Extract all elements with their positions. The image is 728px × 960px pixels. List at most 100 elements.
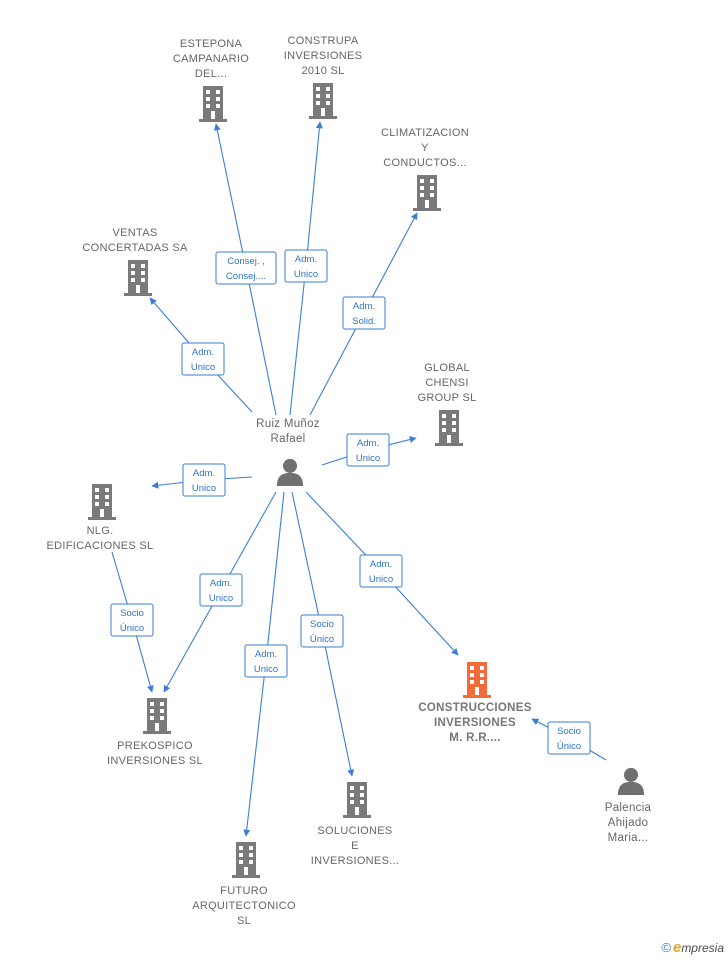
relation-label-box — [199, 573, 243, 607]
building-icon — [309, 83, 337, 119]
person-icon — [617, 767, 645, 795]
building-icon — [343, 782, 371, 818]
node-ventas[interactable]: VENTAS CONCERTADAS SA — [82, 227, 188, 296]
relation-label-text: Adm. — [192, 347, 214, 358]
node-label: INVERSIONES SL — [107, 755, 203, 767]
building-icon — [413, 175, 441, 211]
relation-label[interactable]: Adm.Unico — [284, 249, 328, 283]
relation-label-text: Socio — [557, 726, 581, 737]
relation-label-text: Adm. — [255, 649, 277, 660]
edge-ruiz-to-estepona: Consej. , Consej.... — [213, 123, 277, 416]
node-label: INVERSIONES — [434, 717, 516, 729]
node-global[interactable]: GLOBAL CHENSI GROUP SL — [417, 362, 476, 446]
node-label: ESTEPONA — [180, 38, 243, 50]
relation-label-text: Unico — [209, 593, 233, 604]
node-label: Ahijado — [608, 817, 648, 829]
relation-label-box — [215, 251, 277, 285]
relation-label-box — [300, 614, 344, 648]
relation-label-text: Adm. — [357, 438, 379, 449]
node-palencia[interactable]: PalenciaAhijadoMaria... — [605, 767, 652, 844]
node-label: GLOBAL — [424, 362, 470, 374]
edge-ruiz-to-global: Adm. Unico — [321, 433, 417, 467]
building-icon — [124, 260, 152, 296]
node-label: CONCERTADAS SA — [82, 242, 188, 254]
node-label: FUTURO — [220, 885, 268, 897]
relation-label-text: Socio — [120, 608, 144, 619]
relation-label-text: Consej.... — [226, 271, 266, 282]
building-icon — [232, 842, 260, 878]
empresia-watermark: ©empresia — [661, 939, 724, 956]
relation-label-text: Socio — [310, 619, 334, 630]
node-label: CHENSI — [425, 377, 468, 389]
building-icon — [143, 698, 171, 734]
relation-label-text: Unico — [192, 483, 216, 494]
relation-label-text: Unico — [356, 453, 380, 464]
relation-label[interactable]: Adm.Unico — [199, 573, 243, 607]
relation-label-text: Único — [120, 623, 144, 634]
relation-label-text: Consej. , — [227, 256, 265, 267]
edge-ruiz-to-prekospico: Adm. Unico — [163, 491, 277, 693]
relation-label-box — [110, 603, 154, 637]
edge-ruiz-to-construcciones: Adm.Unico — [305, 491, 459, 656]
edge-ruiz-to-nlg: Adm. Unico — [151, 463, 253, 497]
relation-label[interactable]: Consej. , Consej.... — [215, 251, 277, 285]
building-icon — [199, 86, 227, 122]
node-label: EDIFICACIONES SL — [47, 540, 154, 552]
copyright-icon: © — [661, 940, 671, 955]
node-nlg[interactable]: NLG. EDIFICACIONES SL — [47, 484, 154, 552]
brand-name: mpresia — [681, 941, 724, 955]
node-prekospico[interactable]: PREKOSPICO INVERSIONES SL — [107, 698, 203, 767]
node-label: CLIMATIZACION — [381, 127, 469, 139]
building-icon — [435, 410, 463, 446]
relation-label[interactable]: Adm.Unico — [359, 554, 403, 588]
brand-initial: e — [672, 939, 682, 956]
edge-ruiz-to-climatizacion: Adm.Solid. — [309, 212, 418, 416]
edges-layer: Consej. ,Consej....Adm.UnicoAdm.Solid.Ad… — [110, 121, 607, 837]
relation-label[interactable]: Adm. Unico — [346, 433, 390, 467]
node-label: PREKOSPICO — [117, 740, 193, 752]
relation-label-text: Único — [557, 741, 581, 752]
node-label: INVERSIONES... — [311, 855, 400, 867]
relation-label-text: Adm. — [370, 559, 392, 570]
edge-ruiz-to-ventas: Adm.Unico — [149, 297, 253, 413]
relation-label[interactable]: Adm. Unico — [182, 463, 226, 497]
relation-label[interactable]: Adm.Unico — [181, 342, 225, 376]
relation-label-box — [359, 554, 403, 588]
relation-label-box — [284, 249, 328, 283]
relation-label[interactable]: Adm. Unico — [244, 644, 288, 678]
node-label: 2010 SL — [301, 65, 344, 77]
edge-ruiz-to-futuro: Adm. Unico — [243, 491, 288, 837]
node-label: VENTAS — [113, 227, 158, 239]
node-label: Y — [421, 142, 429, 154]
node-label: GROUP SL — [417, 392, 476, 404]
relation-label-text: Adm. — [295, 254, 317, 265]
node-label: NLG. — [87, 525, 114, 537]
node-label: DEL... — [195, 68, 227, 80]
node-label: Maria... — [608, 832, 649, 844]
relation-label-text: Unico — [254, 664, 278, 675]
relation-label-box — [342, 296, 386, 330]
node-soluciones[interactable]: SOLUCIONESEINVERSIONES... — [311, 782, 400, 867]
edge-ruiz-to-construpa: Adm.Unico — [284, 121, 328, 416]
node-label: Ruiz Muñoz — [256, 418, 320, 430]
relation-label-text: Adm. — [193, 468, 215, 479]
node-climatizacion[interactable]: CLIMATIZACIONYCONDUCTOS... — [381, 127, 469, 211]
node-estepona[interactable]: ESTEPONACAMPANARIODEL... — [173, 38, 249, 122]
node-label: SL — [237, 915, 251, 927]
node-label: CONSTRUCCIONES — [418, 702, 531, 714]
relation-label-text: Solid. — [352, 316, 376, 327]
relation-label-box — [346, 433, 390, 467]
relation-label[interactable]: Adm.Solid. — [342, 296, 386, 330]
